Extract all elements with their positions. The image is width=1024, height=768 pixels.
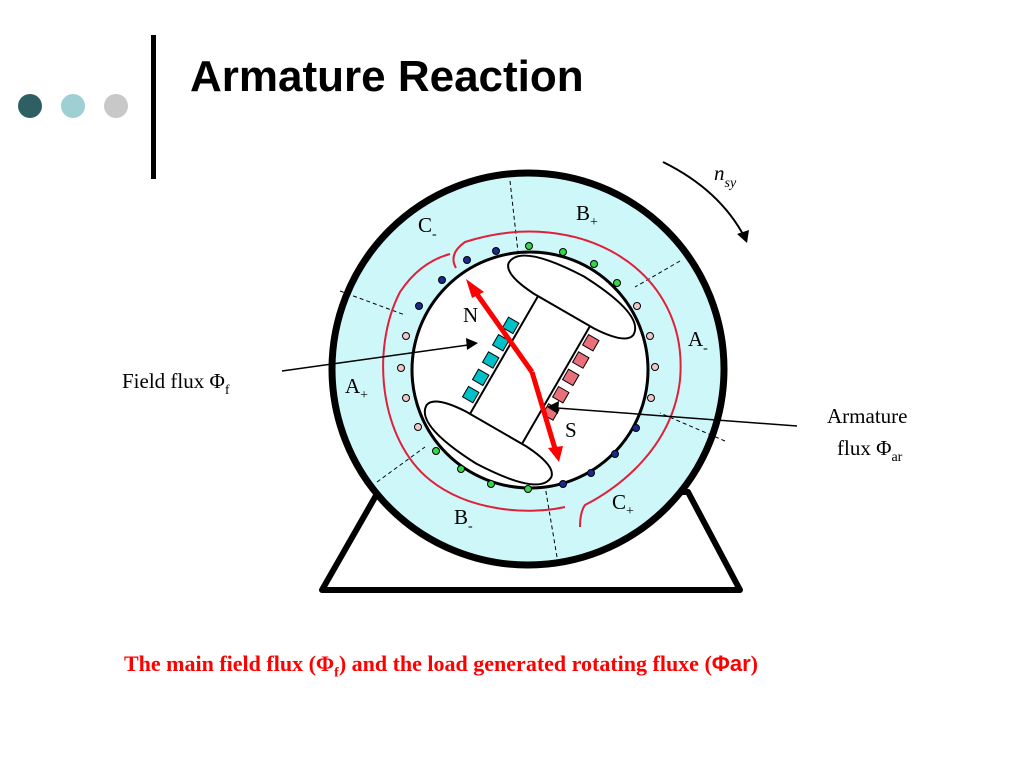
field-flux-pointer (281, 338, 478, 372)
phase-label-b-minus: B- (454, 505, 473, 534)
slide-title: Armature Reaction (190, 52, 584, 101)
slide-caption: The main field flux (Φf) and the load ge… (124, 651, 758, 681)
phase-label-b-plus: B+ (576, 201, 598, 230)
field-flux-label: Field flux Φf (122, 369, 230, 398)
decor-dot (104, 94, 128, 118)
armature-flux-pointer (547, 401, 798, 427)
rotation-arrow (662, 161, 749, 243)
field-flux-arrow (466, 279, 535, 374)
rotation-speed-label: nsy (714, 161, 737, 191)
armature-flux-label-line1: Armature (827, 404, 907, 428)
phase-label-a-minus: A- (688, 327, 708, 356)
phase-winding-curves (382, 230, 682, 528)
pole-label-north: N (463, 303, 478, 327)
decor-dot (18, 94, 42, 118)
armature-flux-arrow (529, 371, 563, 462)
decor-dot (61, 94, 85, 118)
phase-label-a-plus: A+ (345, 374, 368, 403)
stator-slots (397, 242, 659, 493)
title-divider (151, 35, 156, 179)
phase-label-c-minus: C- (418, 213, 437, 242)
armature-flux-label-line2: flux Φar (837, 436, 903, 465)
pole-label-south: S (565, 418, 577, 442)
phase-label-c-plus: C+ (612, 490, 634, 519)
